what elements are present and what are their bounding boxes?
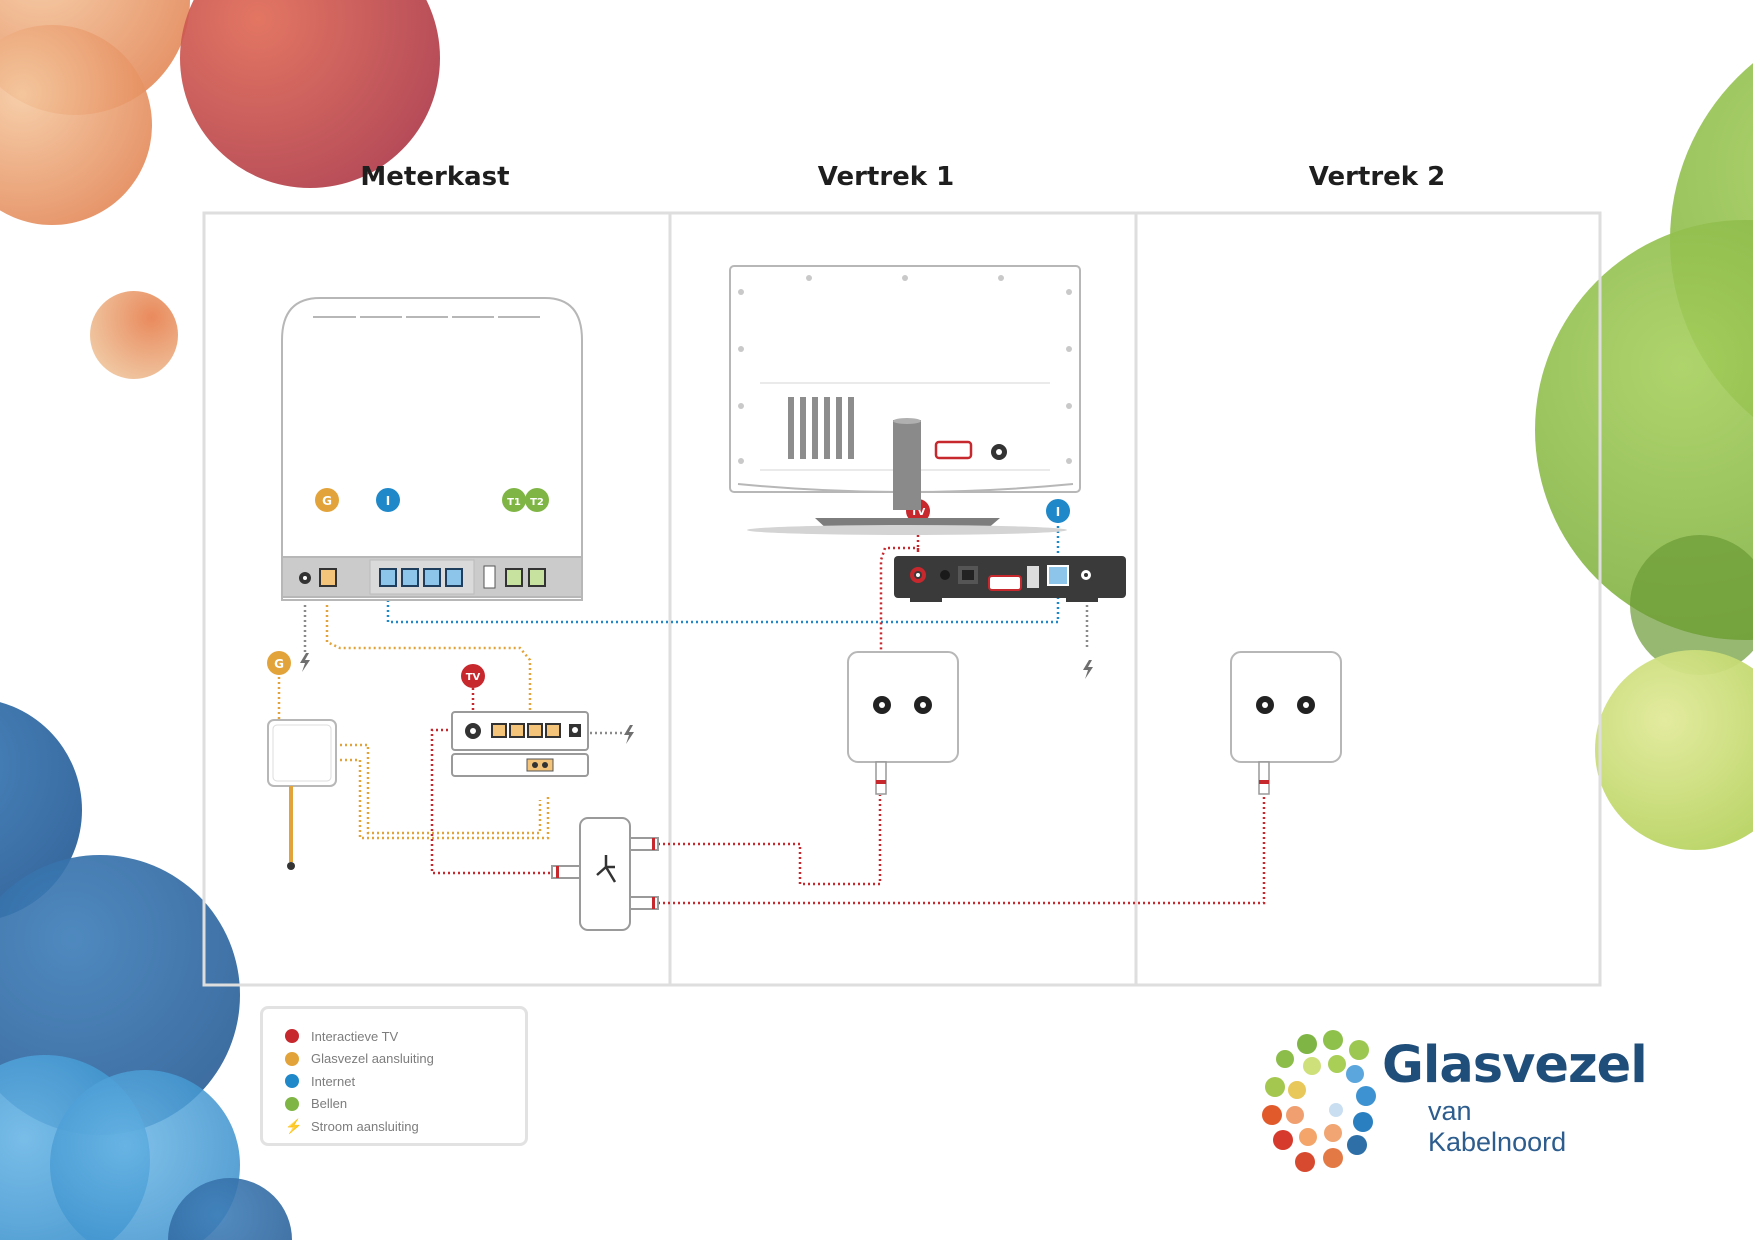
lightning-icon [300, 653, 310, 672]
green-dot-icon [285, 1096, 299, 1111]
fiber-cable-router [325, 605, 532, 714]
legend-label: Interactieve TV [311, 1028, 399, 1044]
lightning-icon [624, 725, 634, 744]
lightning-icon [1083, 660, 1093, 679]
room-title-vertrek-1: Vertrek 1 [817, 162, 955, 192]
tv-set [729, 265, 1081, 535]
logo: Glasvezel van Kabelnoord [1255, 1030, 1648, 1170]
svg-text:T2: T2 [530, 497, 544, 508]
lightning-icon: ⚡ [285, 1117, 303, 1134]
logo-subtitle: van Kabelnoord [1428, 1096, 1567, 1157]
legend-label: Internet [311, 1073, 356, 1089]
router-phone-port-2 [528, 568, 546, 587]
fiber-cable-loop-2 [335, 758, 550, 840]
svg-text:TV: TV [911, 507, 926, 518]
legend-item-stroom: ⚡ Stroom aansluiting [285, 1115, 525, 1138]
badge-internet-router: I [376, 488, 400, 512]
fiber-wall-box [267, 719, 337, 870]
svg-text:G: G [322, 494, 332, 508]
router-lan-port-3 [423, 568, 441, 587]
svg-text:I: I [1056, 505, 1060, 519]
svg-text:G: G [274, 657, 284, 671]
svg-text:T1: T1 [507, 497, 521, 508]
room-title-meterkast: Meterkast [360, 162, 510, 192]
legend-item-glasvezel: Glasvezel aansluiting [285, 1048, 525, 1071]
legend-item-tv: Interactieve TV [285, 1025, 525, 1048]
blue-dot-icon [285, 1074, 299, 1089]
legend-label: Stroom aansluiting [311, 1118, 419, 1134]
router-lan-port-2 [401, 568, 419, 587]
set-top-box [894, 556, 1126, 602]
tv-hdmi-port [934, 440, 973, 460]
media-converter [451, 711, 589, 777]
badge-glasvezel-wall: G [267, 651, 291, 675]
router-fiber-port [319, 568, 337, 587]
router [281, 297, 583, 601]
badge-telefoon-2: T2 [525, 488, 549, 512]
badge-telefoon-1: T1 [502, 488, 526, 512]
logo-name: Glasvezel [1382, 1036, 1648, 1095]
logo-dots [1262, 1030, 1376, 1172]
badge-tv-converter: TV [461, 664, 485, 688]
legend-item-bellen: Bellen [285, 1093, 525, 1116]
svg-text:I: I [386, 494, 390, 508]
orange-dot-icon [285, 1051, 299, 1066]
wall-socket-room1 [847, 651, 959, 795]
tv-cable-room2 [658, 795, 1266, 905]
legend: Interactieve TV Glasvezel aansluiting In… [260, 1006, 528, 1146]
badge-glasvezel-router: G [315, 488, 339, 512]
router-lan-port-4 [445, 568, 463, 587]
wall-socket-room2 [1230, 651, 1342, 795]
svg-text:TV: TV [466, 672, 481, 683]
router-phone-port-1 [505, 568, 523, 587]
coax-splitter [551, 817, 659, 931]
fiber-cable-loop [335, 743, 542, 835]
internet-cable [386, 580, 1060, 624]
router-usb-port [483, 565, 496, 589]
red-dot-icon [285, 1029, 299, 1044]
room-title-vertrek-2: Vertrek 2 [1308, 162, 1446, 192]
badge-internet-stb: I [1046, 499, 1070, 523]
panel-frame [202, 211, 1602, 987]
router-lan-port-1 [379, 568, 397, 587]
legend-label: Glasvezel aansluiting [311, 1051, 434, 1067]
tv-cable-stb [879, 546, 920, 651]
legend-item-internet: Internet [285, 1070, 525, 1093]
tv-cable-room1 [658, 795, 882, 886]
legend-label: Bellen [311, 1096, 348, 1112]
room-panels [202, 211, 1602, 987]
